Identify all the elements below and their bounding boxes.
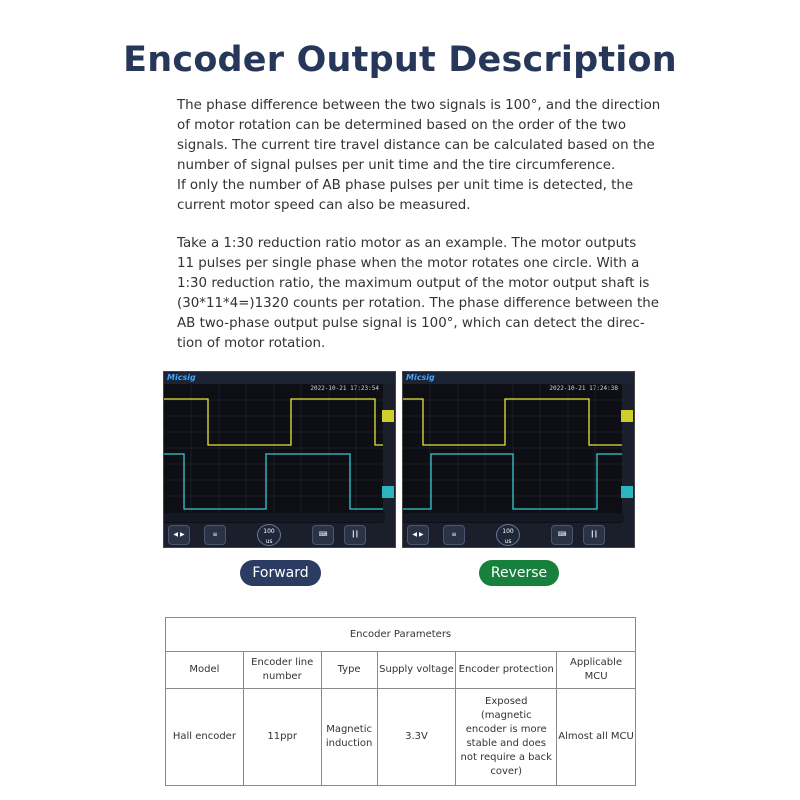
menu-icon: ≡ [204,525,226,545]
forward-label-badge: Forward [240,560,321,586]
scope-measurement-bar [164,513,385,522]
scope-timebase-dial: 100 us [496,524,520,546]
text-line: current motor speed can also be measured… [177,198,471,213]
menu-icon: ≡ [443,525,465,545]
header-encoder-line-number: Encoder line number [242,651,322,689]
scope-side-panel [383,384,395,526]
scope-waveform-display [403,384,624,513]
header-model: Model [165,651,244,689]
text-line: of motor rotation can be determined base… [177,118,627,133]
ch2-waveform [164,453,385,510]
text-line: AB two-phase output pulse signal is 100°… [177,316,645,331]
cell-encoder-line-number: 11ppr [242,688,322,786]
play-icon: ◀ ▶ [168,525,190,545]
cursor-icon: ┃┃ [583,525,605,545]
scope-timestamp: 2022-10-21 17:23:54 [310,385,379,392]
text-line: signals. The current tire travel distanc… [177,138,655,153]
table-caption: Encoder Parameters [165,617,636,652]
timebase-unit: us [504,538,512,545]
reverse-label-badge: Reverse [479,560,559,586]
timebase-unit: us [265,538,273,545]
keyboard-icon: ⌨ [551,525,573,545]
cell-model: Hall encoder [165,688,244,786]
timebase-value: 100 [263,528,275,535]
play-icon: ◀ ▶ [407,525,429,545]
text-line: 11 pulses per single phase when the moto… [177,256,640,271]
header-encoder-protection: Encoder protection [455,651,558,689]
cell-type: Magnetic induction [320,688,378,786]
keyboard-icon: ⌨ [312,525,334,545]
text-line: If only the number of AB phase pulses pe… [177,178,634,193]
scope-top-bar: Micsig [403,372,634,384]
oscilloscope-forward-screenshot: Micsig 2022-10-21 17:23:54 ◀ ▶ ≡ 100 us … [163,371,396,548]
scope-waveform-display [164,384,385,513]
timebase-value: 100 [502,528,514,535]
scope-side-panel [622,384,634,526]
description-paragraph: The phase difference between the two sig… [177,96,661,216]
text-line: 1:30 reduction ratio, the maximum output… [177,276,650,291]
text-line: The phase difference between the two sig… [177,98,661,113]
text-line: number of signal pulses per unit time an… [177,158,616,173]
ch2-indicator [621,486,633,498]
text-line: Take a 1:30 reduction ratio motor as an … [177,236,637,251]
ch2-waveform [403,453,624,510]
scope-top-bar: Micsig [164,372,395,384]
cell-supply-voltage: 3.3V [376,688,457,786]
header-supply-voltage: Supply voltage [376,651,457,689]
scope-brand-logo: Micsig [167,373,196,382]
page-title: Encoder Output Description [123,40,677,80]
ch1-indicator [621,410,633,422]
cell-applicable-mcu: Almost all MCU [556,688,636,786]
oscilloscope-reverse-screenshot: Micsig 2022-10-21 17:24:38 ◀ ▶ ≡ 100 us … [402,371,635,548]
text-line: tion of motor rotation. [177,336,326,351]
encoder-parameters-table: Encoder Parameters Model Encoder line nu… [165,617,636,786]
scope-bottom-bar: ◀ ▶ ≡ 100 us ⌨ ┃┃ [403,523,634,547]
scope-bottom-bar: ◀ ▶ ≡ 100 us ⌨ ┃┃ [164,523,395,547]
cell-encoder-protection: Exposed (magnetic encoder is more stable… [455,688,558,786]
example-paragraph: Take a 1:30 reduction ratio motor as an … [177,234,659,354]
ch1-waveform [403,398,624,446]
table-header-row: Model Encoder line number Type Supply vo… [165,651,636,689]
text-line: (30*11*4=)1320 counts per rotation. The … [177,296,659,311]
ch1-indicator [382,410,394,422]
scope-brand-logo: Micsig [406,373,435,382]
table-row: Hall encoder 11ppr Magnetic induction 3.… [165,688,636,786]
ch1-waveform [164,398,385,446]
scope-timestamp: 2022-10-21 17:24:38 [549,385,618,392]
scope-timebase-dial: 100 us [257,524,281,546]
header-type: Type [320,651,378,689]
cursor-icon: ┃┃ [344,525,366,545]
header-applicable-mcu: Applicable MCU [556,651,636,689]
scope-measurement-bar [403,513,624,522]
ch2-indicator [382,486,394,498]
